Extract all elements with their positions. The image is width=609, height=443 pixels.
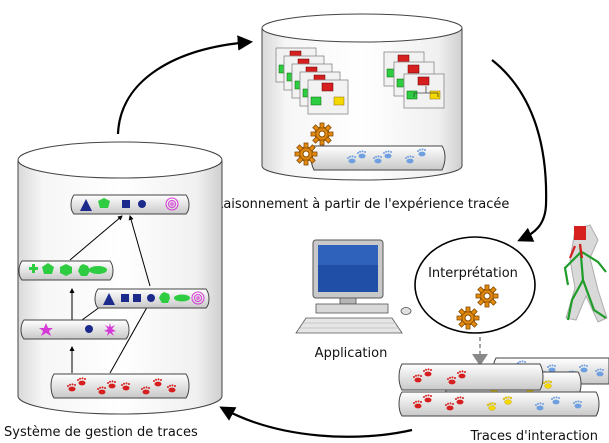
interaction-trace-base	[398, 391, 600, 417]
gear-icon	[456, 306, 480, 330]
cycle-arrows	[116, 35, 548, 438]
trace-system-label: Système de gestion de traces	[4, 425, 198, 440]
interaction-trace-red	[398, 363, 544, 391]
arrow-to-interpretation	[491, 59, 548, 242]
trace-bar-primary	[50, 373, 190, 399]
interaction-traces	[398, 337, 609, 417]
interaction-traces-label: Traces d'interaction	[469, 429, 598, 443]
gear-icon	[475, 284, 499, 308]
interpretation-label: Interprétation	[428, 266, 518, 281]
application-label: Application	[315, 346, 388, 361]
reasoning-label: Raisonnement à partir de l'expérience tr…	[215, 197, 510, 212]
figure-icon	[563, 224, 608, 323]
trace-bar-3	[94, 288, 210, 309]
gear-icon	[310, 122, 334, 146]
case-trace-bar	[310, 145, 446, 171]
trace-bar-1	[70, 194, 190, 215]
interpretation-node	[414, 236, 536, 334]
transformation-arrows	[69, 215, 151, 374]
case-base-cylinder	[261, 13, 463, 181]
case-stack-right	[383, 51, 445, 109]
arrow-to-reasoning	[116, 35, 254, 135]
trace-system-cylinder	[17, 141, 223, 415]
gear-icon	[294, 142, 318, 166]
trace-bar-4	[20, 319, 130, 340]
computer-icon	[295, 239, 412, 334]
arrow-to-system	[219, 406, 413, 438]
trace-bar-2	[18, 260, 114, 281]
